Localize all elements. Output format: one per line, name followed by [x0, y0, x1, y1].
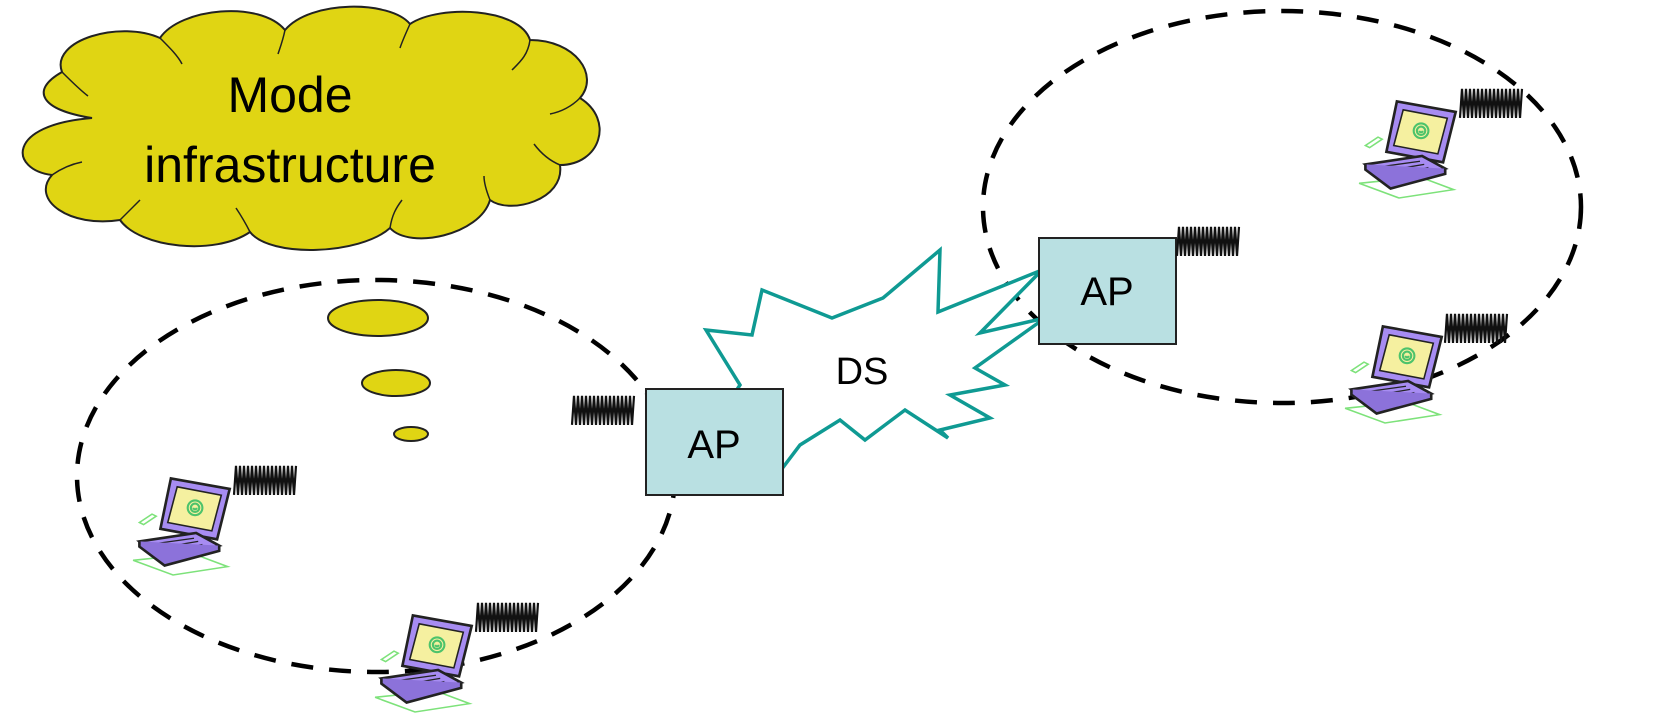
radio-signal-icon — [1175, 225, 1241, 258]
laptop-icon — [1357, 100, 1458, 200]
ds-label: DS — [836, 351, 889, 393]
left-cell-boundary — [74, 277, 678, 675]
radio-signal-icon — [474, 601, 540, 634]
thought-bubble-small — [393, 426, 429, 442]
cloud-title-line2: infrastructure — [144, 137, 436, 193]
access-point-left-label: AP — [687, 423, 740, 467]
radio-signal-icon — [1443, 312, 1509, 345]
thought-bubble-large — [327, 299, 429, 337]
access-point-right: AP — [1038, 237, 1177, 345]
right-cell-boundary — [980, 8, 1584, 406]
access-point-left: AP — [645, 388, 784, 496]
cloud-title-line1: Mode — [227, 67, 352, 123]
thought-cloud-icon: Mode infrastructure — [21, 5, 601, 251]
thought-bubble-medium — [361, 369, 431, 397]
radio-signal-icon — [1458, 87, 1524, 120]
radio-signal-icon — [570, 394, 636, 427]
laptop-icon — [131, 477, 232, 577]
distribution-system-starburst: DS — [702, 246, 1047, 482]
laptop-icon — [1343, 325, 1444, 425]
radio-signal-icon — [232, 464, 298, 497]
access-point-right-label: AP — [1080, 270, 1133, 314]
laptop-icon — [373, 614, 474, 714]
